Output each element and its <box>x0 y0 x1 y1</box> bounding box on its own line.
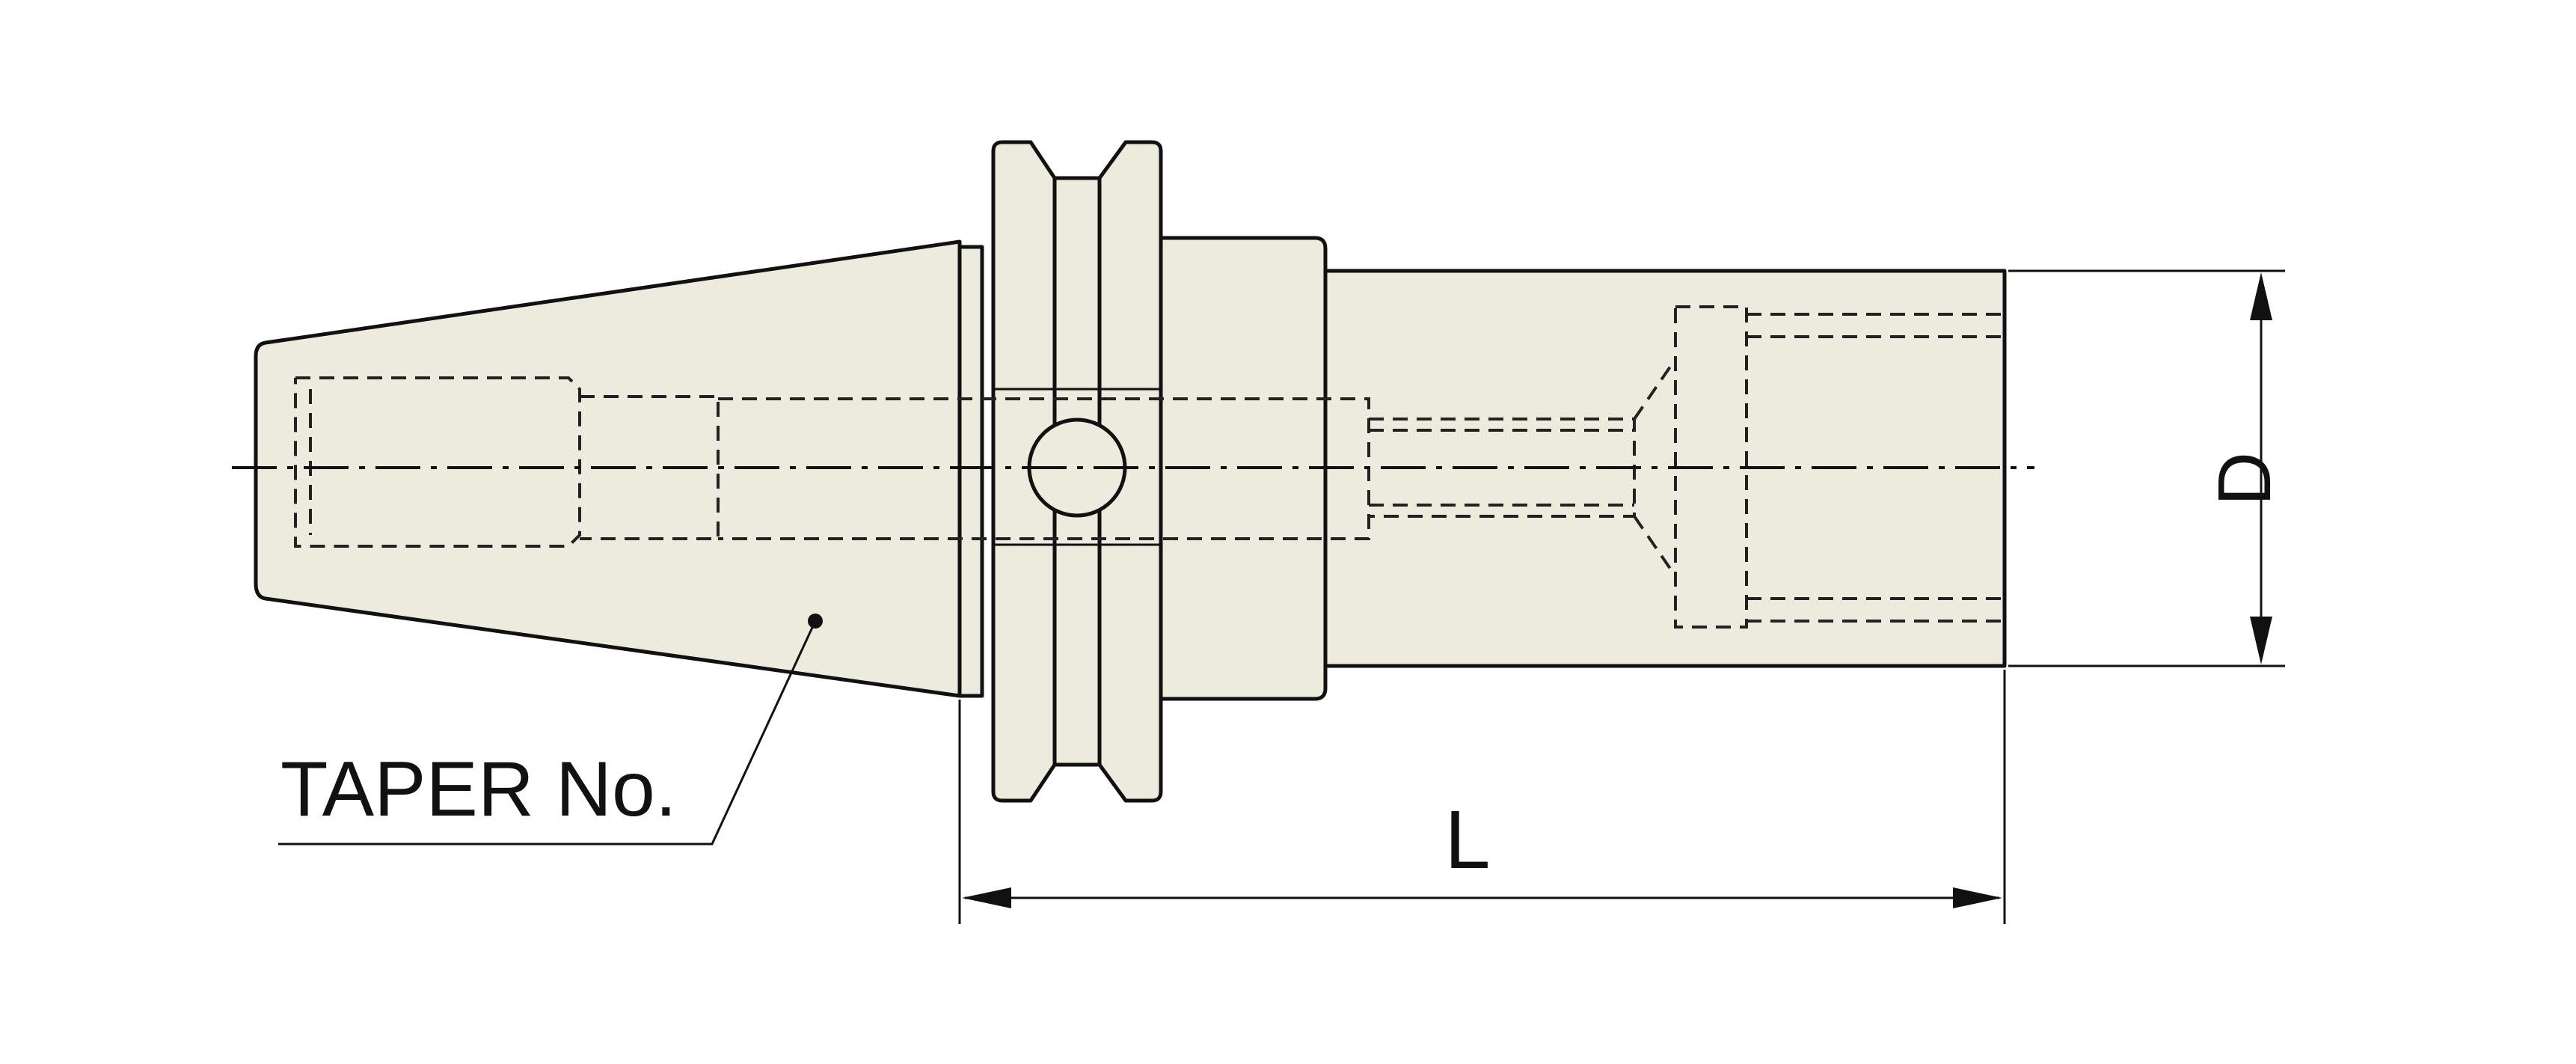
flange-right-ring <box>1097 140 1163 803</box>
l-arrow-right <box>1953 887 2002 908</box>
l-label: L <box>1444 794 1490 886</box>
flange-left-ring <box>991 140 1057 803</box>
pull-stud-bore <box>294 376 581 548</box>
cone-transition <box>1633 358 1677 578</box>
cylindrical-body <box>1323 269 2007 668</box>
d-arrow-top <box>2250 272 2272 320</box>
taper-label: TAPER No. <box>280 746 677 833</box>
collet-bore <box>1747 313 2005 623</box>
tool-holder-body <box>254 140 2007 803</box>
taper-leader-line <box>278 620 817 846</box>
dimension-l: L <box>958 670 2006 924</box>
l-arrow-left <box>962 887 1011 908</box>
d-arrow-bottom <box>2250 617 2272 664</box>
taper-callout: TAPER No. <box>278 614 823 846</box>
counterbore <box>580 395 720 540</box>
collet-pocket <box>1674 305 1748 629</box>
flange-core <box>957 245 984 698</box>
cross-hole-inner <box>1369 429 1634 507</box>
d-label: D <box>2203 452 2287 506</box>
dimension-d: D <box>2008 269 2287 667</box>
